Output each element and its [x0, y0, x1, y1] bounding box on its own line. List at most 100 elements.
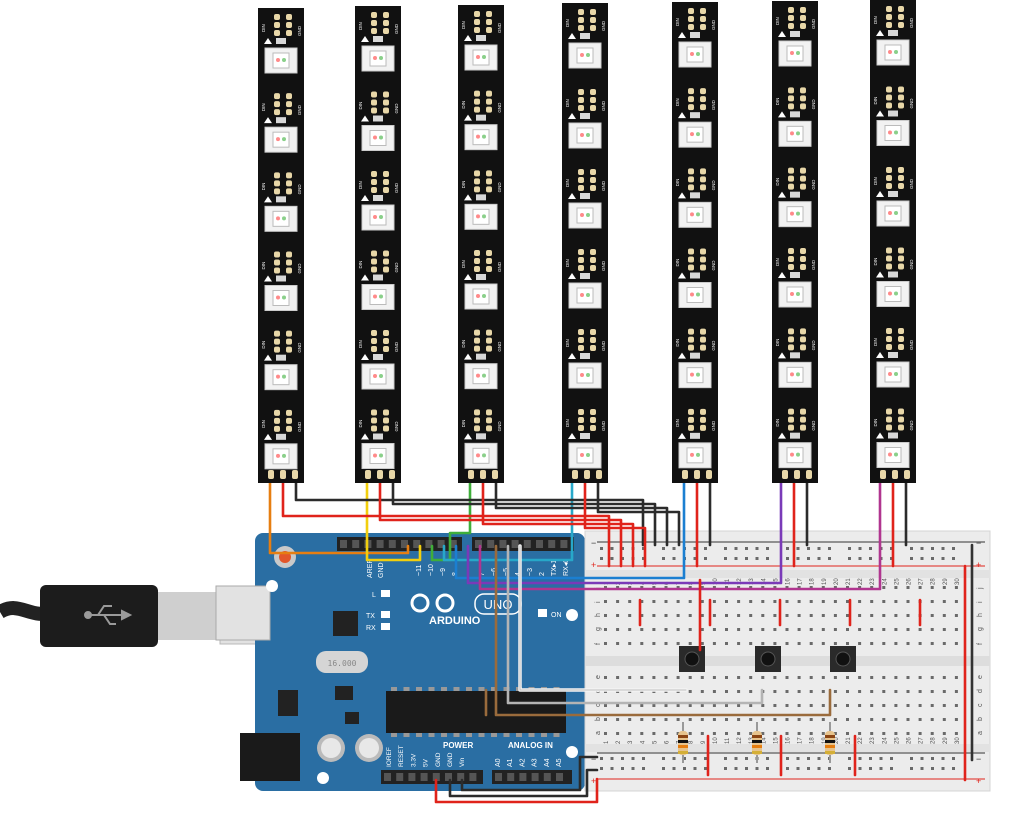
power-wire: [378, 478, 623, 568]
rgb-led: [678, 282, 712, 308]
arrow-up-icon: [264, 275, 272, 282]
rgb-led: [568, 282, 602, 309]
pad-label: DIN: [565, 19, 570, 27]
arrow-up-icon: [678, 352, 686, 359]
rgb-led: [464, 203, 498, 230]
solder-pads: [788, 167, 806, 190]
column-label: 22: [858, 737, 864, 744]
pad-label: DIN: [775, 98, 780, 106]
digital-pin-label: 2: [539, 572, 546, 576]
pad-label: DIN: [873, 97, 878, 105]
solder-pads: [274, 93, 292, 116]
column-label: 16: [786, 578, 792, 585]
row-label: f: [977, 643, 984, 645]
rgb-led: [678, 41, 712, 68]
arrow-up-icon: [778, 352, 786, 359]
pad-label: DIN: [565, 99, 570, 107]
row-label: i: [977, 601, 984, 603]
ground-wire: [294, 478, 645, 547]
pad-label: GND: [497, 22, 502, 33]
pad-label: GND: [909, 259, 914, 270]
pushbutton[interactable]: [679, 646, 705, 672]
arrow-up-icon: [678, 32, 686, 38]
solder-pads: [788, 248, 806, 270]
solder-pads: [788, 87, 806, 110]
rgb-led: [778, 40, 812, 67]
chip-tiny: [345, 712, 359, 724]
solder-pads: [371, 250, 389, 273]
pad-label: DIN: [873, 16, 878, 24]
row-label: h: [977, 613, 984, 617]
solder-pads: [578, 9, 596, 31]
pad-label: GND: [394, 421, 399, 432]
column-label: 29: [943, 578, 949, 585]
solder-pads: [688, 328, 706, 351]
rgb-led: [361, 125, 395, 151]
column-label: 17: [798, 737, 804, 744]
rgb-led: [464, 124, 498, 151]
pad-label: DIN: [775, 258, 780, 266]
pad-label: DIN: [675, 98, 680, 106]
pad-label: DIN: [261, 24, 266, 32]
solder-pads: [274, 14, 292, 36]
rgb-led: [778, 361, 812, 388]
crystal: [316, 651, 368, 673]
pushbutton[interactable]: [755, 646, 781, 672]
data-wire-yellow: [365, 478, 422, 562]
column-label: 24: [882, 578, 888, 585]
ground-wire: [391, 478, 657, 547]
arrow-up-icon: [778, 432, 786, 439]
breadboard: −+−+−+−+11223344556677889910101111121213…: [584, 530, 991, 792]
column-label: 15: [773, 578, 779, 585]
arduino-gnd-wire: [448, 768, 599, 798]
solder-pads: [371, 12, 389, 34]
power-label: POWER: [443, 741, 473, 750]
solder-pads: [578, 169, 596, 191]
solder-pads: [578, 89, 596, 111]
arrow-up-icon: [464, 114, 472, 121]
arrow-up-icon: [568, 33, 576, 39]
pad-label: GND: [909, 178, 914, 189]
solder-pads: [886, 247, 904, 270]
rgb-led: [568, 42, 602, 69]
column-label: 16: [786, 737, 792, 744]
pad-label: DIN: [675, 419, 680, 427]
rail-minus-label: −: [976, 538, 981, 548]
pad-label: GND: [497, 182, 502, 193]
solder-pads: [274, 409, 292, 432]
column-label: 26: [907, 737, 913, 744]
arrow-up-icon: [678, 112, 686, 119]
rgb-led: [264, 443, 298, 470]
column-label: 2: [616, 740, 622, 744]
pushbutton[interactable]: [830, 646, 856, 672]
rgb-led: [678, 362, 712, 389]
button-wire-gray: [506, 544, 764, 705]
solder-pads: [886, 408, 904, 431]
rx-label: RX: [366, 625, 376, 632]
solder-pads: [474, 250, 492, 272]
pad-label: GND: [711, 340, 716, 351]
row-label: f: [595, 643, 602, 645]
rail-minus-label: −: [591, 538, 596, 548]
ground-wire: [494, 478, 669, 547]
arrow-up-icon: [876, 30, 884, 36]
row-label: g: [595, 627, 602, 631]
rail-plus-label: +: [976, 776, 981, 786]
button-wire-brown: [494, 544, 832, 717]
arduino-board: 16.000 ARDUINO UNO ON L TX: [215, 533, 585, 791]
rail-minus-label: −: [591, 754, 596, 764]
arrow-up-icon: [678, 432, 686, 439]
power-pin-label: GND: [447, 752, 454, 767]
rgb-led: [264, 205, 298, 232]
rgb-led: [361, 45, 395, 72]
rgb-led: [464, 283, 498, 310]
power-wire: [281, 478, 611, 568]
arrow-up-icon: [264, 354, 272, 361]
pad-label: DIN: [358, 420, 363, 428]
arrow-up-icon: [778, 111, 786, 118]
pad-label: DIN: [461, 21, 466, 29]
